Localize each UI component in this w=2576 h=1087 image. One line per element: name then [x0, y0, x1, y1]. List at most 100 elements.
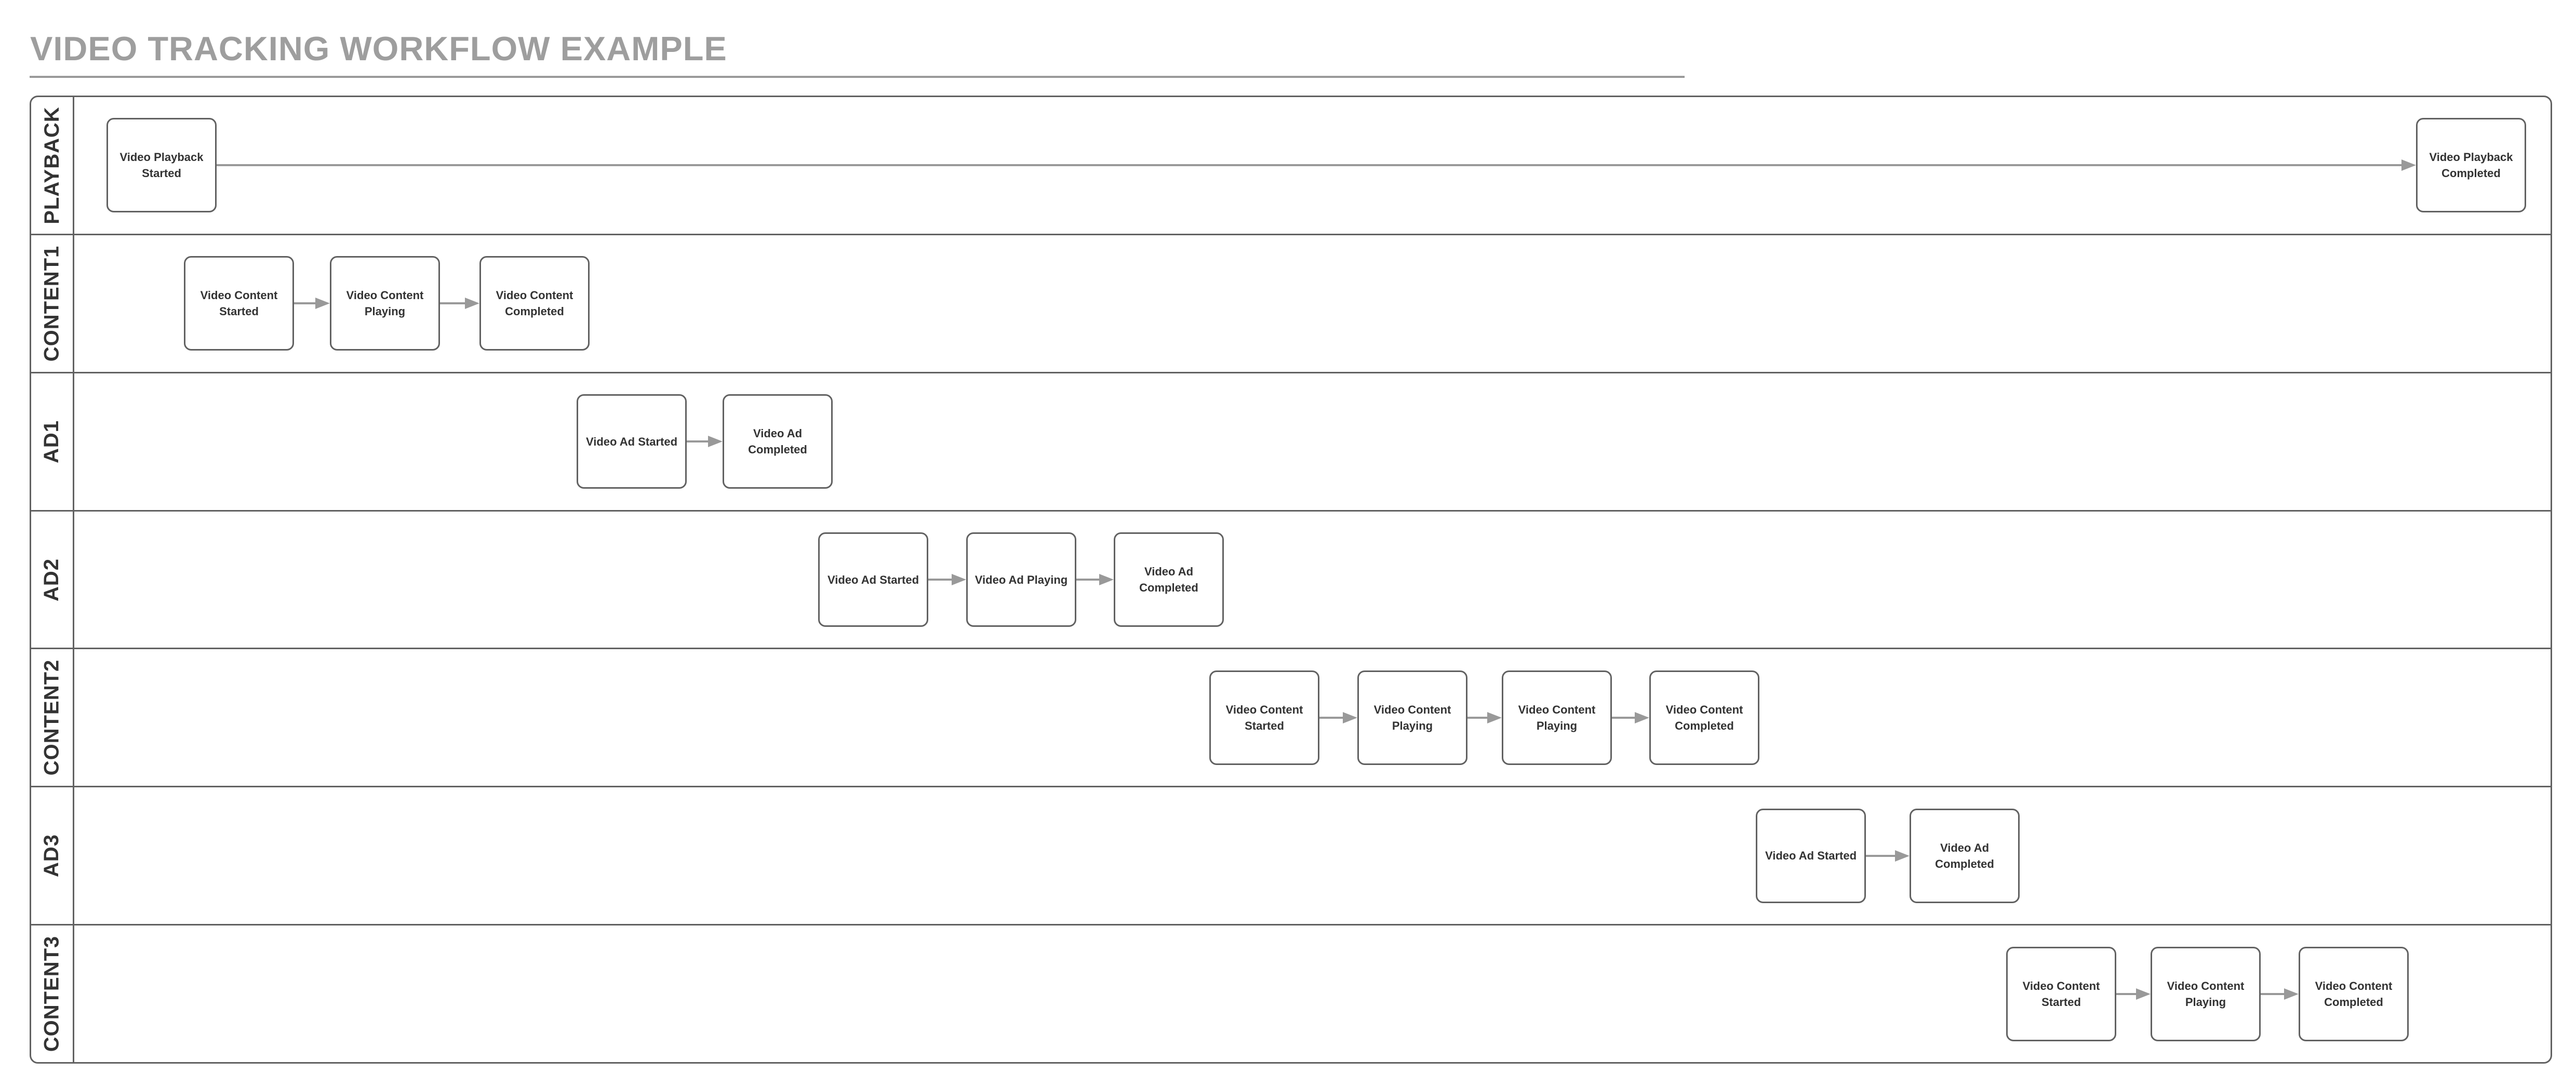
node-video-content-playing[interactable]: Video Content Playing	[2151, 946, 2261, 1041]
lane-ad2: AD2 Video Ad Started Video Ad Playing Vi…	[31, 509, 2551, 648]
lane-label: AD2	[40, 558, 63, 601]
flow-arrow	[217, 159, 2416, 171]
node-video-ad-completed[interactable]: Video Ad Completed	[723, 394, 833, 489]
lane-ad1: AD1 Video Ad Started Video Ad Completed	[31, 371, 2551, 510]
lane-label: CONTENT1	[40, 245, 63, 362]
arrow-shaft	[217, 164, 2404, 167]
arrow-shaft	[2116, 992, 2138, 995]
lane-header-content3: CONTENT3	[31, 925, 74, 1062]
flow-arrow	[1076, 574, 1114, 585]
node-video-content-started[interactable]: Video Content Started	[184, 256, 294, 351]
lane-label: AD1	[40, 420, 63, 463]
arrow-shaft	[1612, 716, 1637, 719]
node-label: Video Content Started	[2022, 979, 2100, 1009]
node-label: Video Content Started	[1225, 703, 1303, 732]
swimlane-pool: PLAYBACK Video Playback Started Video Pl…	[30, 96, 2552, 1064]
node-label: Video Ad Started	[585, 435, 678, 448]
node-video-content-completed[interactable]: Video Content Completed	[1649, 670, 1759, 765]
arrow-shaft	[440, 302, 467, 305]
arrow-shaft	[2261, 992, 2286, 995]
lane-content2: CONTENT2 Video Content Started Video Con…	[31, 648, 2551, 786]
node-label: Video Content Started	[200, 289, 278, 318]
node-video-content-started[interactable]: Video Content Started	[2006, 946, 2116, 1041]
node-video-ad-playing[interactable]: Video Ad Playing	[966, 532, 1076, 627]
lane-content3: CONTENT3 Video Content Started Video Con…	[31, 924, 2551, 1062]
node-label: Video Content Playing	[346, 289, 424, 318]
node-label: Video Playback Started	[119, 151, 204, 180]
arrow-shaft	[294, 302, 317, 305]
flow-arrow	[2261, 988, 2299, 1000]
node-label: Video Content Completed	[496, 289, 573, 318]
node-label: Video Content Completed	[1665, 703, 1743, 732]
node-video-content-completed[interactable]: Video Content Completed	[2299, 946, 2409, 1041]
lane-body-ad1: Video Ad Started Video Ad Completed	[74, 373, 2551, 510]
arrow-shaft	[1319, 716, 1345, 719]
lane-body-ad3: Video Ad Started Video Ad Completed	[74, 787, 2551, 924]
node-video-ad-started[interactable]: Video Ad Started	[1756, 808, 1866, 903]
flow-arrow	[294, 298, 330, 310]
arrow-head-icon	[1487, 712, 1502, 723]
node-label: Video Content Playing	[1518, 703, 1596, 732]
lane-header-ad2: AD2	[31, 511, 74, 648]
node-video-ad-started[interactable]: Video Ad Started	[577, 394, 687, 489]
arrow-head-icon	[465, 298, 479, 310]
node-video-content-completed[interactable]: Video Content Completed	[479, 256, 590, 351]
lane-label: PLAYBACK	[40, 106, 63, 224]
node-video-ad-completed[interactable]: Video Ad Completed	[1910, 808, 2020, 903]
flow-arrow	[1319, 712, 1357, 723]
node-video-ad-started[interactable]: Video Ad Started	[818, 532, 928, 627]
node-video-content-playing[interactable]: Video Content Playing	[330, 256, 440, 351]
arrow-shaft	[1076, 579, 1101, 581]
arrow-head-icon	[1099, 574, 1114, 585]
arrow-shaft	[687, 440, 710, 443]
flow-arrow	[440, 298, 479, 310]
node-label: Video Playback Completed	[2429, 151, 2513, 180]
title-underline	[30, 76, 1685, 78]
node-label: Video Ad Completed	[1139, 565, 1198, 594]
flow-arrow	[1866, 850, 1910, 862]
node-label: Video Ad Playing	[975, 573, 1068, 586]
flow-arrow	[687, 436, 723, 448]
node-video-content-playing[interactable]: Video Content Playing	[1502, 670, 1612, 765]
lane-header-playback: PLAYBACK	[31, 97, 74, 234]
arrow-head-icon	[1343, 712, 1357, 723]
lane-label: AD3	[40, 834, 63, 878]
arrow-head-icon	[952, 574, 966, 585]
arrow-shaft	[1866, 854, 1897, 857]
lane-label: CONTENT2	[40, 660, 63, 776]
node-video-playback-completed[interactable]: Video Playback Completed	[2416, 118, 2526, 213]
diagram-title: VIDEO TRACKING WORKFLOW EXAMPLE	[30, 30, 727, 68]
lane-label: CONTENT3	[40, 935, 63, 1052]
node-label: Video Content Completed	[2315, 979, 2393, 1009]
node-label: Video Ad Completed	[1935, 841, 1994, 870]
lane-ad3: AD3 Video Ad Started Video Ad Completed	[31, 786, 2551, 924]
flow-arrow	[928, 574, 966, 585]
node-video-playback-started[interactable]: Video Playback Started	[106, 118, 217, 213]
flow-arrow	[1467, 712, 1502, 723]
lane-header-content2: CONTENT2	[31, 649, 74, 786]
lane-playback: PLAYBACK Video Playback Started Video Pl…	[31, 97, 2551, 234]
lane-content1: CONTENT1 Video Content Started Video Con…	[31, 233, 2551, 372]
lane-body-content3: Video Content Started Video Content Play…	[74, 925, 2551, 1062]
arrow-head-icon	[315, 298, 330, 310]
node-label: Video Content Playing	[1373, 703, 1451, 732]
node-label: Video Content Playing	[2167, 979, 2245, 1009]
lane-header-ad1: AD1	[31, 373, 74, 510]
node-video-ad-completed[interactable]: Video Ad Completed	[1114, 532, 1224, 627]
node-video-content-playing[interactable]: Video Content Playing	[1357, 670, 1467, 765]
lane-body-content1: Video Content Started Video Content Play…	[74, 235, 2551, 372]
lane-header-content1: CONTENT1	[31, 235, 74, 372]
arrow-head-icon	[2284, 988, 2299, 1000]
arrow-head-icon	[1895, 850, 1910, 862]
arrow-head-icon	[1635, 712, 1649, 723]
lane-header-ad3: AD3	[31, 787, 74, 924]
lane-body-ad2: Video Ad Started Video Ad Playing Video …	[74, 512, 2551, 648]
flow-arrow	[2116, 988, 2151, 1000]
node-label: Video Ad Started	[827, 573, 919, 586]
arrow-head-icon	[2136, 988, 2151, 1000]
lane-body-content2: Video Content Started Video Content Play…	[74, 649, 2551, 786]
arrow-head-icon	[2401, 159, 2416, 171]
node-video-content-started[interactable]: Video Content Started	[1209, 670, 1319, 765]
arrow-shaft	[928, 579, 954, 581]
